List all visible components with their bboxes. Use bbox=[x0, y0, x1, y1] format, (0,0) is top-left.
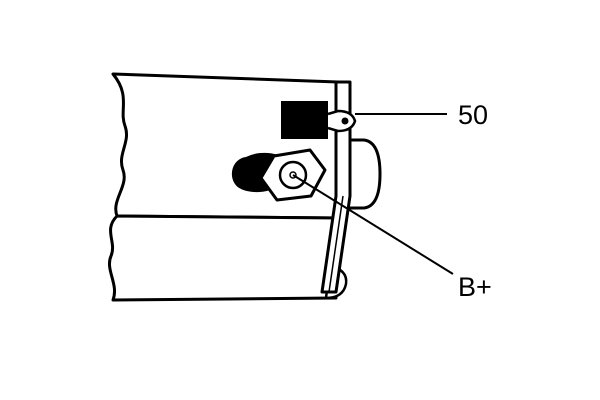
lower-housing bbox=[108, 214, 340, 302]
b-plus-leader-line bbox=[292, 174, 454, 275]
terminal-50-pin bbox=[341, 117, 349, 125]
terminal-50-label: 50 bbox=[458, 100, 488, 130]
end-plate-inner-edge bbox=[328, 195, 344, 293]
terminal-50-block bbox=[281, 101, 328, 139]
terminal-boss bbox=[342, 138, 382, 210]
end-plate bbox=[320, 80, 352, 294]
b-plus-label: B+ bbox=[458, 272, 492, 302]
